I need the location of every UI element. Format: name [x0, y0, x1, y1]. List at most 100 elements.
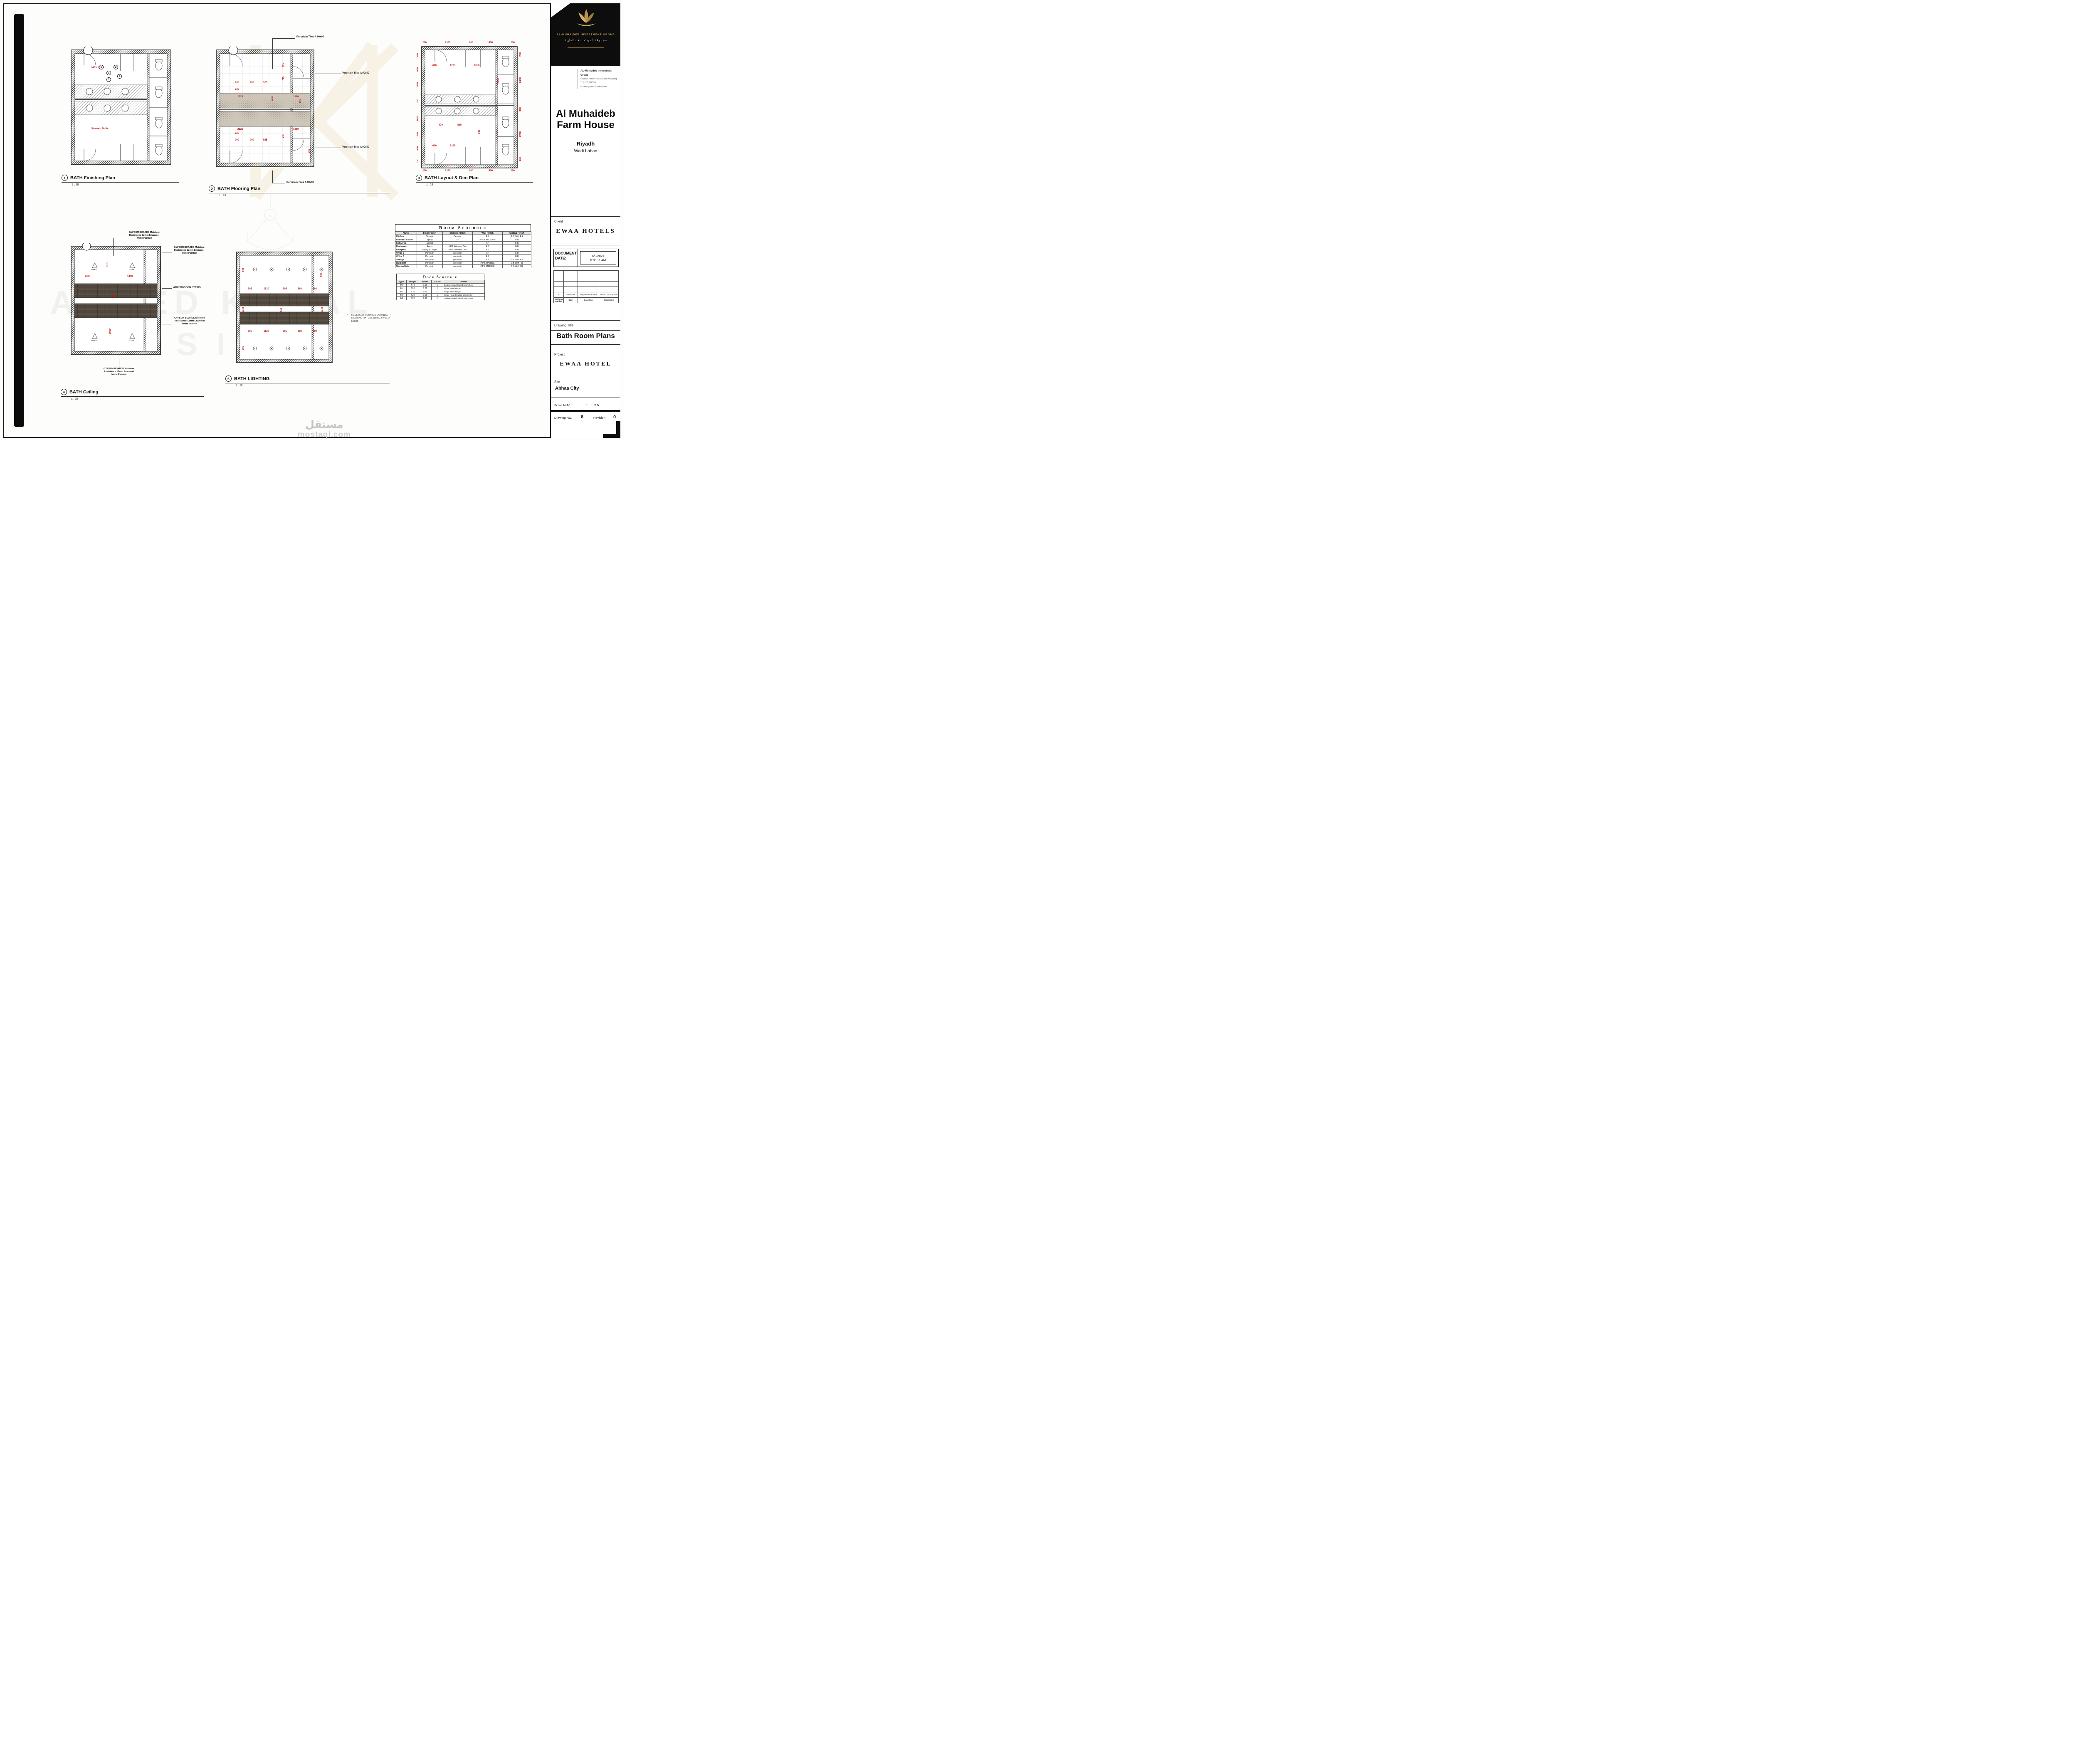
table-cell — [563, 287, 578, 292]
drawing-no-label: Drawing NO. — [554, 416, 572, 420]
lighting-note: RECESSED MOUNTED DOWNLIGHT LIGHTING FIXT… — [351, 314, 391, 323]
table-cell — [563, 281, 578, 287]
table-cell: Single Hinged Glazed 10mm Door — [443, 293, 485, 297]
table-cell: 1.00 — [419, 283, 432, 287]
dim-label: 680 — [313, 330, 317, 333]
table-cell: Issued by — [577, 297, 600, 303]
lighting-plan-title: 5 BATH LIGHTING 1 : 25 — [225, 376, 390, 387]
table-cell: Porcelain — [417, 254, 443, 258]
dim-label: 1120 — [264, 288, 269, 290]
table-cell: 26/1/2021 — [563, 292, 578, 298]
dim-label: 350 — [417, 159, 419, 163]
dim-label: 550 — [417, 146, 419, 151]
dim-label: 605 — [248, 330, 252, 333]
table-cell: P.P — [472, 254, 503, 258]
revision-no: 0 — [613, 415, 616, 420]
dim-label: 2450 — [519, 77, 522, 83]
dim-label: 1450 — [487, 170, 493, 172]
dim-label: 1120 — [264, 330, 269, 333]
table-cell: P.P — [472, 241, 503, 245]
keynote-bubble: 1 — [106, 71, 111, 75]
dim-label: 1450 — [487, 42, 493, 44]
ceiling-plan: GYPS GYPS GYPS GYPS 2325 1450 1075 900 1… — [71, 243, 161, 358]
dim-label: 1035 — [321, 307, 323, 313]
contact-phone: T: 9200 00004 — [580, 82, 596, 84]
room-schedule-title: Room Schedule — [395, 224, 531, 231]
table-cell: ---- — [442, 238, 473, 242]
table-cell: Business Center — [395, 238, 417, 242]
table-cell: 2.20 — [406, 287, 419, 290]
table-cell: Porcelain — [417, 264, 443, 268]
table-cell: G.B. With F.R — [502, 258, 531, 262]
ceiling-plan-drawing — [71, 243, 161, 355]
dim-label: 200 — [422, 170, 427, 172]
layout-plan-drawing — [421, 46, 518, 168]
project-title-line2: Farm House — [557, 119, 615, 131]
table-cell: Epoxy & Carpet — [417, 248, 443, 252]
contact-address: Riyadh, Umm Al Hamam Al Sharqi — [580, 78, 617, 81]
gypsum-callout: GYPSUM BOARDS Moisture Resistance 12mm E… — [174, 317, 205, 326]
dim-label: 735 — [282, 134, 285, 138]
flooring-plan-drawing — [216, 47, 314, 167]
dim-label: 200 — [469, 42, 474, 44]
table-cell: 01 — [396, 287, 407, 290]
table-cell: Porcelain — [417, 251, 443, 255]
table-cell: Kids Area — [395, 241, 417, 245]
table-cell: Floor Finish — [417, 231, 443, 235]
document-label-line1: DOCUMENT — [555, 251, 577, 255]
table-cell: 03 — [396, 293, 407, 297]
lighting-plan-drawing — [236, 252, 333, 363]
table-cell: Issued for approval — [599, 292, 619, 298]
keynote-bubble: 4 — [117, 74, 122, 79]
dim-label: 1360 — [293, 96, 299, 98]
table-cell: 1 — [431, 293, 443, 297]
dim-label: 1380 — [293, 128, 299, 131]
table-cell: Women Bath — [395, 264, 417, 268]
dim-label: 890 — [457, 124, 462, 126]
table-cell: G.B — [502, 238, 531, 242]
dim-label: 715 — [282, 63, 285, 68]
dim-label: 2325 — [237, 128, 243, 131]
mostaql-watermark-arabic: مستقل — [305, 418, 343, 430]
ceiling-symbol-label: GYPS — [91, 339, 97, 341]
almuhaideb-logo-icon — [577, 9, 596, 26]
table-cell: W.P & W.C & P.P — [472, 238, 503, 242]
plan-title-text: BATH Layout & Dim Plan — [425, 175, 479, 180]
table-cell: Height — [406, 280, 419, 284]
table-cell: Epoxy — [417, 238, 443, 242]
dim-label: 725 — [235, 132, 240, 135]
dim-label: 2200 — [519, 131, 522, 137]
dim-label: 550 — [299, 99, 301, 104]
dim-label: 250 — [519, 52, 522, 57]
plan-number-bubble: 5 — [225, 376, 232, 382]
table-cell: 2.20 — [406, 293, 419, 297]
table-cell: G.B. With F.R — [502, 235, 531, 238]
keynote-bubble: 2 — [114, 65, 118, 69]
table-cell: G.B With F.R — [502, 264, 531, 268]
plan-title-text: BATH Finishing Plan — [70, 175, 115, 180]
revision-label: Revision — [593, 416, 605, 420]
table-cell: 8 — [553, 292, 564, 298]
contact-block: AL-Muhaideb Investment Group Riyadh, Umm… — [578, 69, 619, 89]
table-cell: porcelain — [442, 251, 473, 255]
dim-label: 750 — [308, 149, 311, 153]
table-cell: Ceramic — [417, 235, 443, 238]
table-cell: Eng.Ahmed Kamal — [577, 292, 600, 298]
titleblock-sidebar: AL-MUHAIDEB INVESTMENT GROUP مجموعة المه… — [550, 3, 620, 438]
contact-company: AL-Muhaideb Investment Group — [580, 69, 612, 77]
dim-label: 1450 — [127, 275, 133, 278]
dim-label: 2325 — [445, 42, 451, 44]
porcelain-callout: Porcelain Tiles A 90x90 — [296, 36, 324, 38]
dim-label: 900 — [112, 294, 115, 298]
dim-label: 705 — [496, 130, 498, 134]
flooring-plan-title: 2 BATH Flooring Plan 1 : 25 — [209, 185, 390, 197]
dim-label: 745 — [282, 77, 285, 81]
table-cell: 1 — [431, 290, 443, 294]
